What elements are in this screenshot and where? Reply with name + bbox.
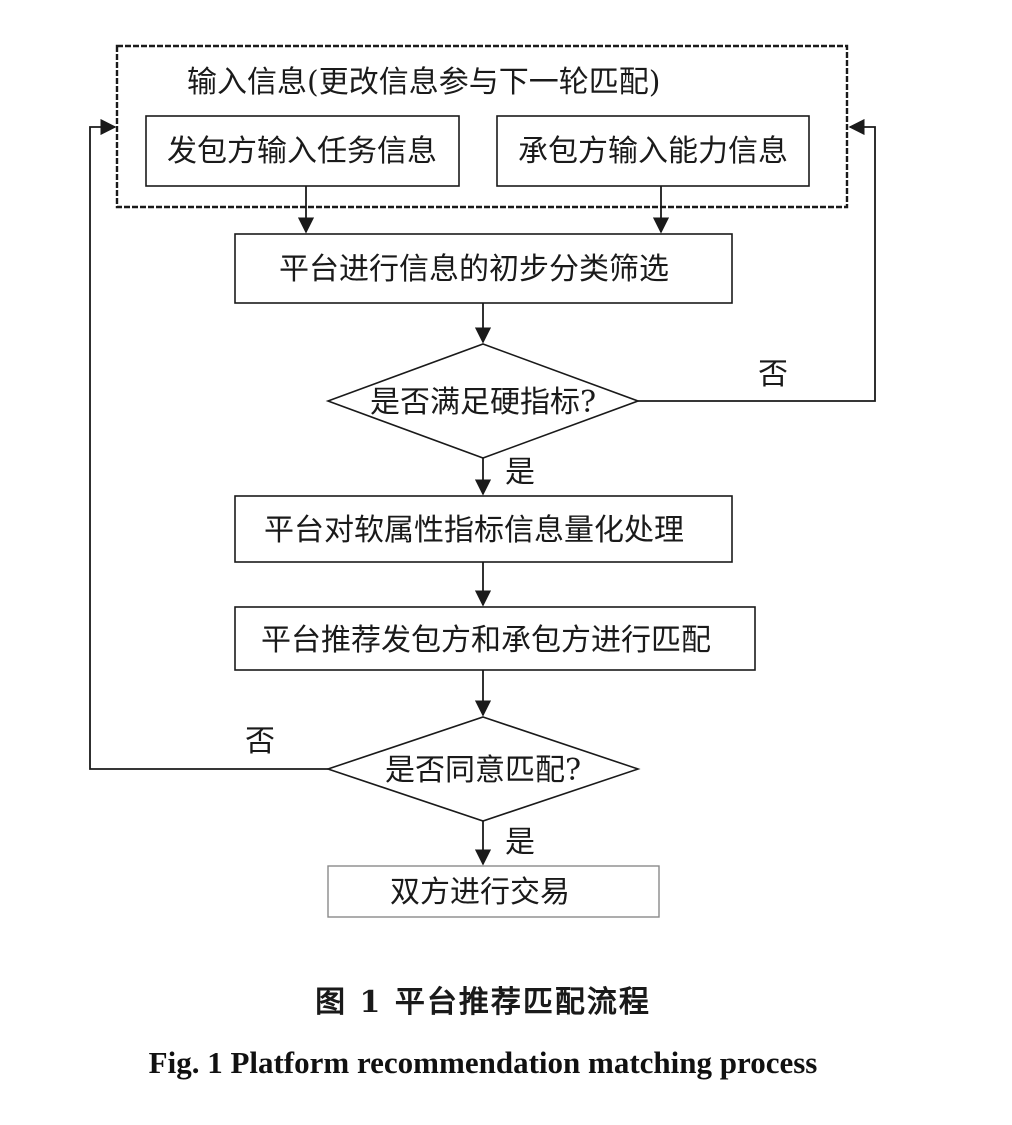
recommend-label: 平台推荐发包方和承包方进行匹配: [261, 623, 711, 658]
hard-index-yes-label: 是: [505, 455, 535, 490]
hard-index-no-label: 否: [758, 357, 788, 392]
input-group-frame: [115, 44, 849, 209]
arrow-agree-no: [89, 118, 328, 770]
employer-input-label: 发包方输入任务信息: [167, 134, 437, 169]
arrow-hard-index-no: [638, 118, 876, 402]
caption-en: Fig. 1 Platform recommendation matching …: [149, 1045, 818, 1080]
screening-label: 平台进行信息的初步分类筛选: [279, 252, 669, 287]
trade-label: 双方进行交易: [390, 875, 570, 910]
agree-no-label: 否: [245, 724, 275, 759]
quantify-label: 平台对软属性指标信息量化处理: [264, 513, 684, 548]
caption-zh: 图 1 平台推荐匹配流程: [315, 985, 651, 1020]
agree-yes-label: 是: [505, 825, 535, 860]
employer-input-box: [145, 115, 460, 187]
recommend-box: [234, 606, 756, 671]
screening-box: [234, 233, 733, 304]
input-group-title: 输入信息(更改信息参与下一轮匹配): [187, 65, 660, 100]
trade-box: [327, 865, 660, 918]
agree-decision-label: 是否同意匹配?: [385, 753, 581, 788]
contractor-input-box: [496, 115, 810, 187]
contractor-input-label: 承包方输入能力信息: [518, 134, 788, 169]
hard-index-decision-label: 是否满足硬指标?: [370, 385, 596, 420]
